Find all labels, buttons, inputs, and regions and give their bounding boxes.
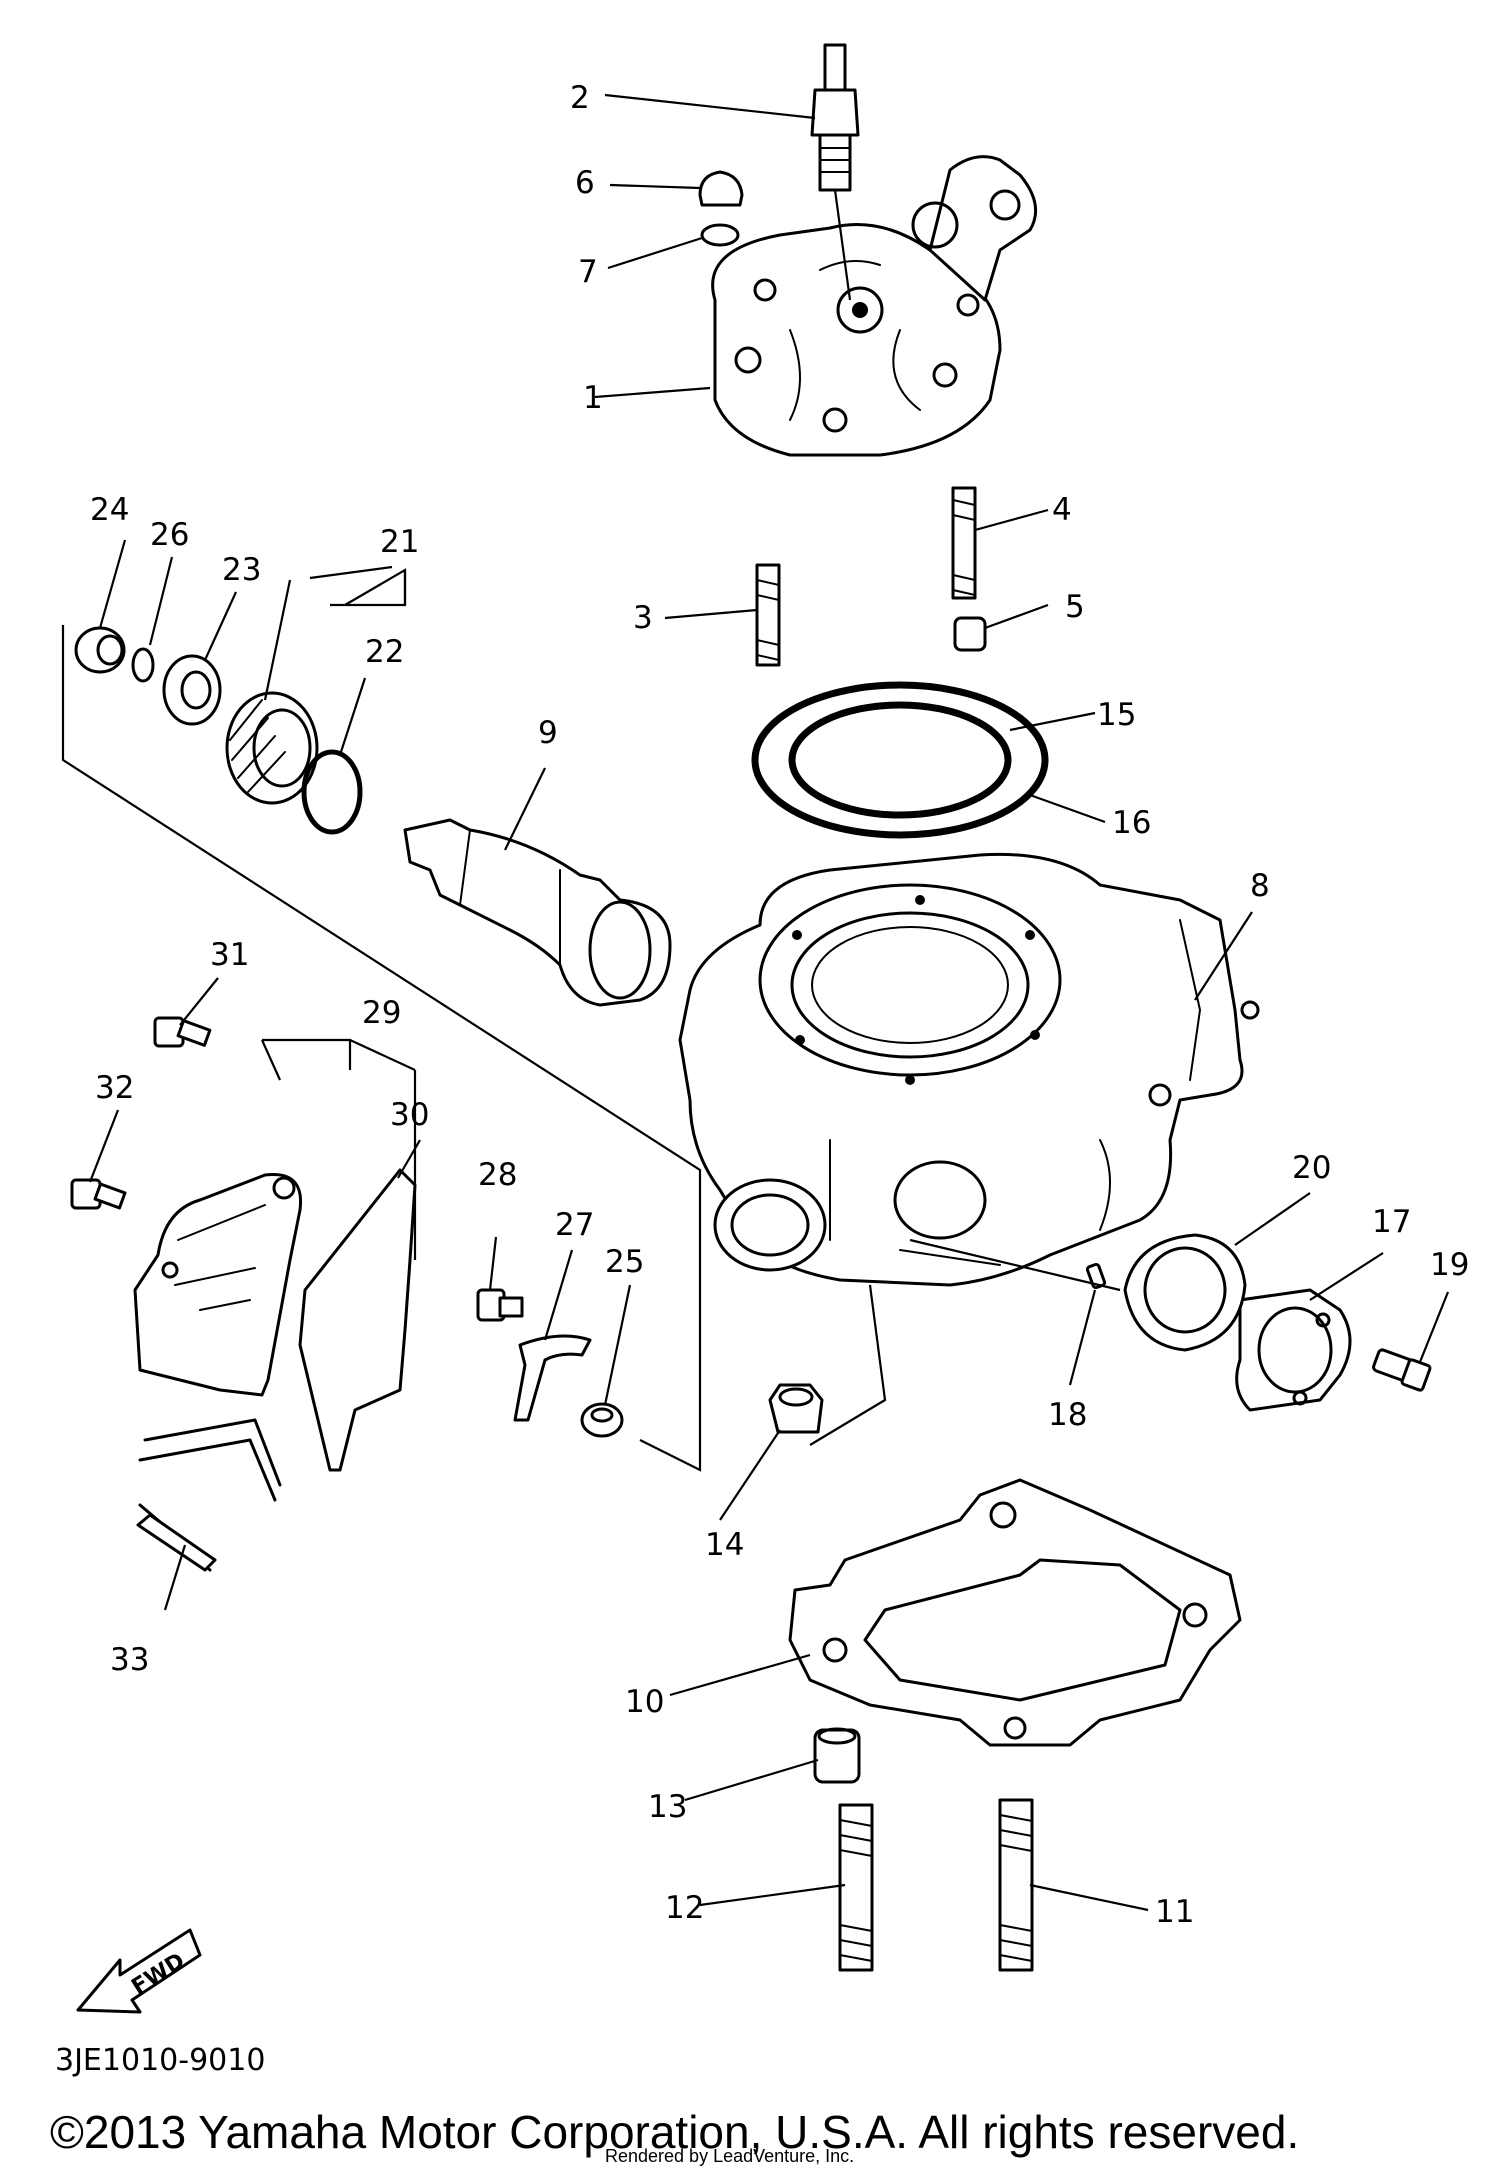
callout-6: 6 (575, 165, 595, 201)
callout-8: 8 (1250, 868, 1270, 904)
callout-3: 3 (633, 600, 653, 636)
washer-part (700, 223, 740, 247)
head-gasket-inner-part (788, 701, 1012, 819)
callout-21: 21 (380, 524, 419, 560)
dowel-pin-small-part (1085, 1262, 1107, 1290)
head-gasket-outer-part (751, 681, 1049, 839)
stud-bolt-part (755, 563, 781, 667)
bolt-part (476, 1288, 524, 1322)
callout-23: 23 (222, 552, 261, 588)
callout-15: 15 (1097, 697, 1136, 733)
callout-27: 27 (555, 1207, 594, 1243)
callout-31: 31 (210, 937, 249, 973)
diagram-part-code: 3JE1010-9010 (55, 2043, 265, 2078)
callout-16: 16 (1112, 805, 1151, 841)
valve-holder-part (225, 691, 319, 805)
callout-24: 24 (90, 492, 129, 528)
exhaust-valve-part (403, 818, 672, 1007)
plug-part (580, 1402, 624, 1438)
dowel-part (813, 1727, 861, 1784)
stud-bolt-part (951, 486, 977, 600)
callout-10: 10 (625, 1684, 664, 1720)
stud-bolt-part (998, 1798, 1034, 1972)
cap-nut-part (698, 170, 744, 207)
callout-13: 13 (648, 1789, 687, 1825)
bolt-part (70, 1178, 127, 1210)
callout-19: 19 (1430, 1247, 1469, 1283)
callout-20: 20 (1292, 1150, 1331, 1186)
callout-labels: 1 2 3 4 5 6 7 8 9 10 11 12 13 14 15 16 1… (90, 80, 1469, 1930)
cylinder-head-part (711, 155, 1038, 457)
callout-1: 1 (583, 380, 603, 416)
callout-17: 17 (1372, 1204, 1411, 1240)
callout-29: 29 (362, 995, 401, 1031)
callout-4: 4 (1052, 492, 1072, 528)
callout-32: 32 (95, 1070, 134, 1106)
cylinder-body-part (678, 852, 1260, 1287)
callout-25: 25 (605, 1244, 644, 1280)
assembly-guide-lines (61, 625, 1121, 1472)
small-o-ring-part (131, 647, 155, 683)
callout-5: 5 (1065, 589, 1085, 625)
bolt-part (1372, 1348, 1432, 1392)
dowel-pin-part (953, 616, 987, 652)
clip-part (136, 1418, 282, 1572)
callout-26: 26 (150, 517, 189, 553)
bushing-part (74, 626, 126, 674)
valve-cover-part (1235, 1288, 1352, 1412)
spark-plug-part (810, 43, 860, 301)
callout-28: 28 (478, 1157, 517, 1193)
callout-14: 14 (705, 1527, 744, 1563)
housing-gasket-part (298, 1168, 417, 1472)
oil-seal-part (162, 654, 222, 726)
leader-lines (88, 93, 1450, 1912)
callout-22: 22 (365, 634, 404, 670)
valve-housing-part (133, 1172, 303, 1397)
o-ring-part (301, 749, 363, 835)
callout-30: 30 (390, 1097, 429, 1133)
copyright-notice: ©2013 Yamaha Motor Corporation, U.S.A. A… (50, 2106, 1299, 2158)
cover-gasket-hole (1143, 1246, 1227, 1334)
callout-33: 33 (110, 1642, 149, 1678)
callout-11: 11 (1155, 1894, 1194, 1930)
bolt-part (153, 1016, 212, 1048)
callout-12: 12 (665, 1890, 704, 1926)
fwd-arrow-icon: FWD (76, 1928, 202, 2014)
callout-18: 18 (1048, 1397, 1087, 1433)
callout-9: 9 (538, 715, 558, 751)
lever-part (513, 1334, 592, 1422)
callout-2: 2 (570, 80, 590, 116)
render-credit: Rendered by LeadVenture, Inc. (605, 2146, 854, 2166)
base-gasket-part (788, 1478, 1242, 1747)
nut-part (768, 1383, 824, 1434)
callout-7: 7 (578, 254, 598, 290)
stud-bolt-part (838, 1803, 874, 1972)
